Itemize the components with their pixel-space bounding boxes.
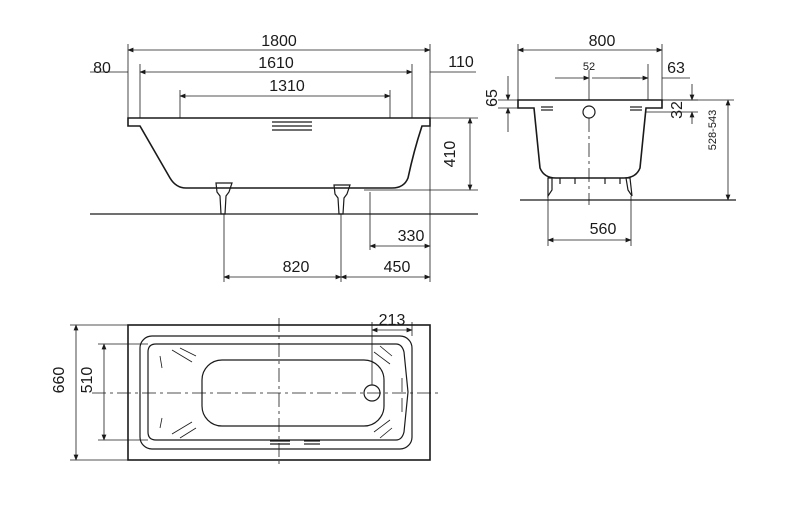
right-leg — [333, 184, 351, 215]
dim-left-offset: 80 — [93, 60, 111, 77]
dim-rim-thickness: 32 — [669, 101, 686, 119]
tub-side-outline — [127, 117, 431, 189]
dim-drain-distance: 213 — [379, 312, 406, 329]
dim-right-offset: 110 — [448, 54, 474, 71]
dim-leg-to-end: 450 — [384, 259, 411, 276]
tub-end-outline — [517, 99, 663, 179]
dim-rim-height: 65 — [484, 89, 501, 107]
dim-height-range: 528-543 — [707, 110, 719, 150]
dim-inner-width: 510 — [79, 367, 96, 394]
dim-drain-offset: 52 — [583, 61, 595, 73]
dim-bottom-length: 1310 — [269, 78, 305, 95]
dim-width: 800 — [589, 33, 616, 50]
dim-overall-width: 660 — [51, 367, 68, 394]
dim-leg-spacing: 820 — [283, 259, 310, 276]
dim-leg-offset: 330 — [398, 228, 425, 245]
tub-top-basin — [147, 343, 409, 441]
dim-foot-span: 560 — [590, 221, 617, 238]
end-view: 800 52 63 65 — [484, 33, 736, 246]
side-view: 1800 1610 80 110 1310 410 330 — [90, 33, 478, 282]
dim-rim-overhang: 63 — [667, 60, 685, 77]
tub-top-rim — [139, 335, 413, 450]
dim-height: 410 — [442, 141, 459, 168]
dim-inner-length: 1610 — [258, 55, 294, 72]
dim-overall-length: 1800 — [261, 33, 297, 50]
top-view: 213 660 510 — [51, 312, 438, 466]
